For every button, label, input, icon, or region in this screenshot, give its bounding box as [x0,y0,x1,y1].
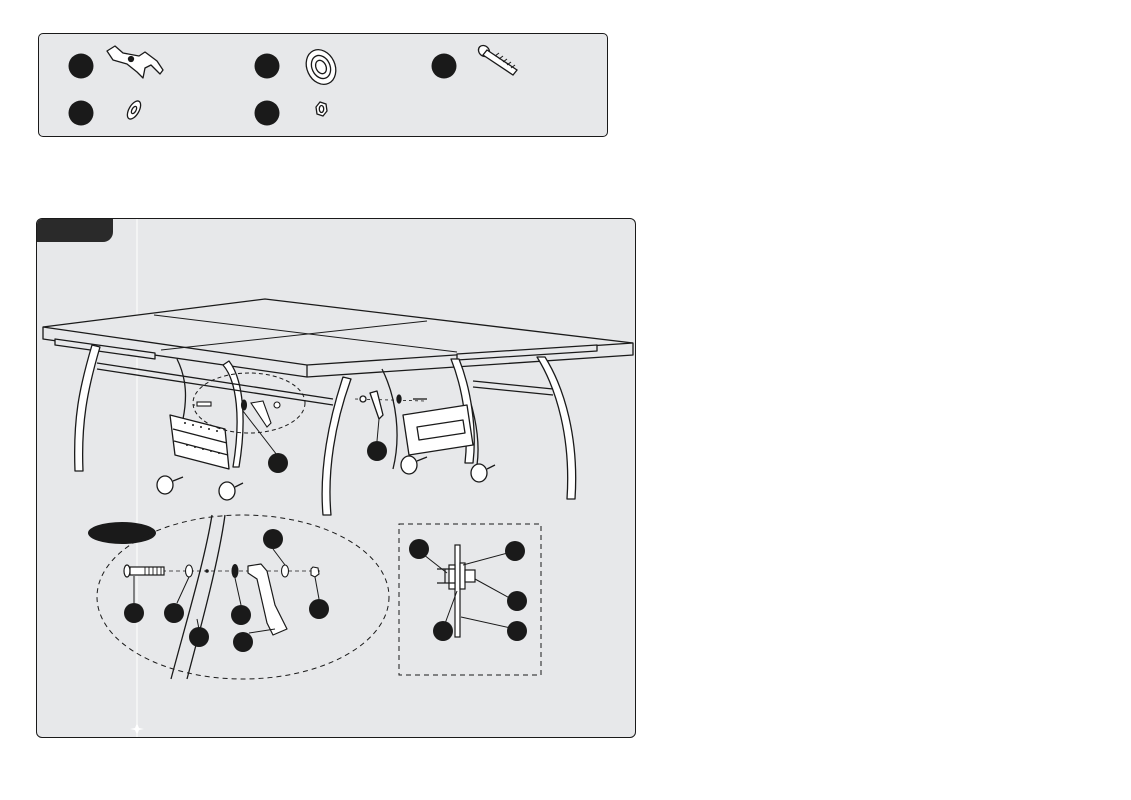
callout-badge [433,621,453,641]
callout-badge [507,591,527,611]
callout-badge [268,453,288,473]
parts-list-drawing [68,44,518,126]
detail-highlight [192,372,306,434]
bracket-icon [106,45,164,79]
assembly-step-panel [36,218,636,738]
part-badge [254,100,280,126]
parts-list [38,33,608,137]
table-icon [42,298,634,516]
callout-badge [507,621,527,641]
cross-section-icon [398,523,542,676]
detail-label-badge [88,522,156,544]
callout-badge [124,603,144,623]
part-badge [68,100,94,126]
callout-badge [505,541,525,561]
callout-badge [233,632,253,652]
part-badge [431,53,457,79]
part-badge [68,53,94,79]
nut-icon [315,101,328,117]
part-badge [254,53,280,79]
washer-icon [126,100,142,120]
step-tab [37,219,113,242]
bolt-icon [477,44,518,76]
callout-badge [164,603,184,623]
callout-badge [189,627,209,647]
large-washer-icon [305,48,337,86]
assembly-drawing [42,219,634,737]
hardware-exploded-icon [88,514,390,680]
callout-badge [367,441,387,461]
sparkle-mark [130,723,144,735]
callout-badge [231,605,251,625]
callout-badge [409,539,429,559]
callout-badge [263,529,283,549]
hardware-small-icon [193,399,281,428]
callout-badge [309,599,329,619]
